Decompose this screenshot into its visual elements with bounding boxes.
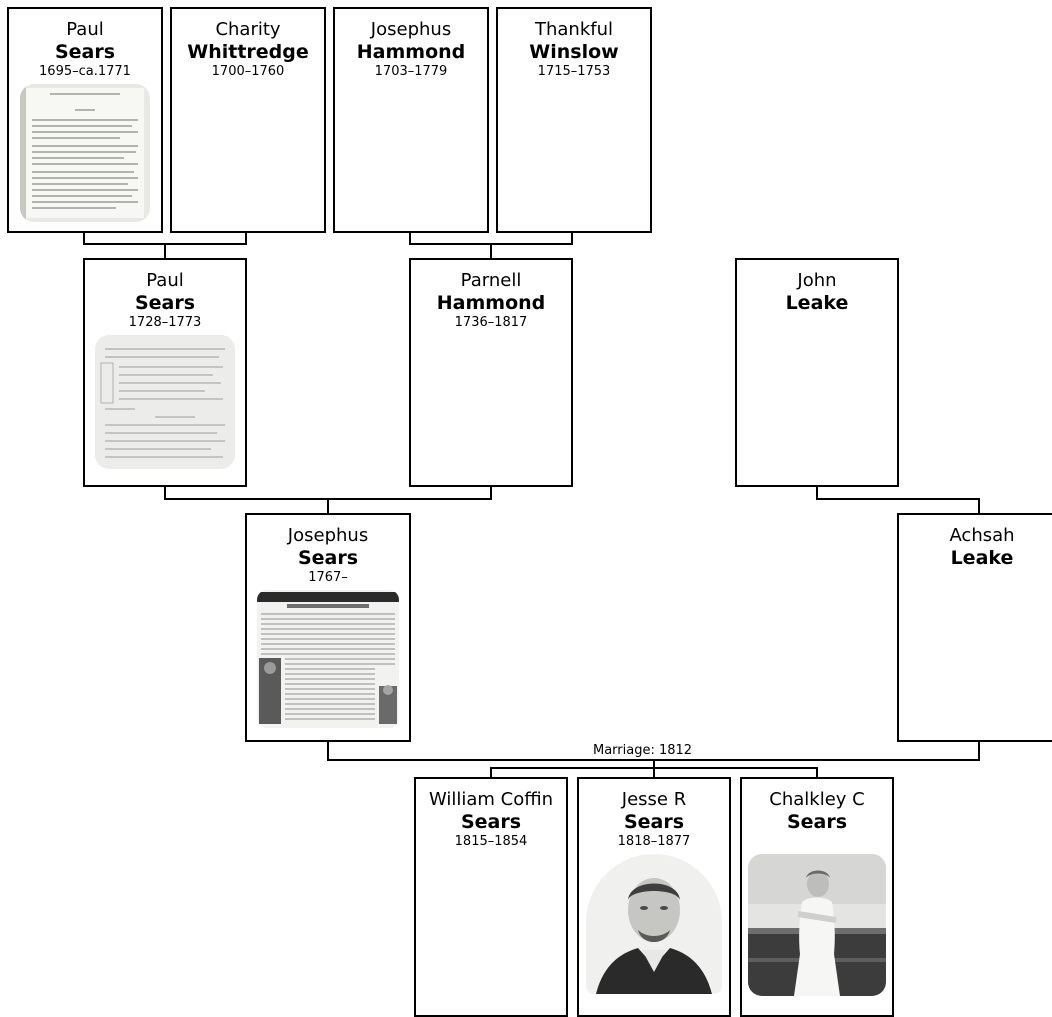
surname: Sears: [460, 811, 522, 833]
connector-line: [816, 767, 818, 778]
life-dates: 1818–1877: [617, 834, 691, 849]
given-name: Chalkley C: [769, 789, 865, 810]
life-dates: 1700–1760: [211, 64, 285, 79]
connector-line: [409, 232, 411, 245]
life-dates: 1736–1817: [454, 315, 528, 330]
connector-line: [164, 486, 166, 500]
given-name: Josephus: [370, 19, 452, 40]
life-dates: 1695–ca.1771: [39, 64, 131, 79]
connector-line: [490, 767, 492, 778]
life-dates: 1815–1854: [454, 834, 528, 849]
surname: Sears: [54, 41, 116, 63]
given-name: William Coffin: [428, 789, 554, 810]
given-name: Charity: [215, 19, 281, 40]
surname: Sears: [623, 811, 685, 833]
person-card-charity-whittredge[interactable]: Charity Whittredge 1700–1760: [170, 7, 326, 233]
given-name: Paul: [66, 19, 104, 40]
surname: Leake: [950, 547, 1014, 569]
person-card-parnell-hammond[interactable]: Parnell Hammond 1736–1817: [409, 258, 573, 487]
given-name: Josephus: [287, 525, 369, 546]
person-card-thankful-winslow[interactable]: Thankful Winslow 1715–1753: [496, 7, 652, 233]
connector-line: [83, 232, 85, 245]
connector-line: [978, 741, 980, 761]
person-card-chalkley-c-sears[interactable]: Chalkley C Sears: [740, 777, 894, 1017]
surname: Leake: [785, 292, 849, 314]
given-name: Achsah: [949, 525, 1015, 546]
connector-line: [571, 232, 573, 245]
surname: Hammond: [436, 292, 546, 314]
given-name: Parnell: [460, 270, 522, 291]
given-name: Jesse R: [621, 789, 687, 810]
document-scan-photo[interactable]: [95, 335, 235, 469]
person-card-jesse-r-sears[interactable]: Jesse R Sears 1818–1877: [577, 777, 731, 1017]
surname: Sears: [786, 811, 848, 833]
connector-line: [816, 486, 818, 500]
person-card-paul-sears-1695[interactable]: Paul Sears 1695–ca.1771: [7, 7, 163, 233]
given-name: John: [797, 270, 837, 291]
man-standing-photo[interactable]: [748, 854, 886, 996]
life-dates: 1728–1773: [128, 315, 202, 330]
newspaper-clipping-photo[interactable]: [257, 590, 399, 728]
surname: Sears: [297, 547, 359, 569]
connector-line: [816, 498, 980, 500]
connector-line: [653, 767, 655, 778]
person-card-john-leake[interactable]: John Leake: [735, 258, 899, 487]
person-card-josephus-sears[interactable]: Josephus Sears 1767–: [245, 513, 411, 742]
connector-line: [327, 741, 329, 761]
life-dates: 1767–: [308, 570, 348, 585]
given-name: Thankful: [534, 19, 613, 40]
surname: Winslow: [529, 41, 619, 63]
life-dates: 1703–1779: [374, 64, 448, 79]
marriage-label: Marriage: 1812: [593, 743, 693, 758]
connector-line: [978, 498, 980, 514]
document-scan-photo[interactable]: [20, 84, 150, 222]
connector-line: [490, 486, 492, 500]
given-name: Paul: [146, 270, 184, 291]
portrait-photo[interactable]: [586, 854, 722, 994]
connector-line: [490, 243, 492, 259]
surname: Hammond: [356, 41, 466, 63]
person-card-william-coffin-sears[interactable]: William Coffin Sears 1815–1854: [414, 777, 568, 1017]
connector-line: [245, 232, 247, 245]
connector-line: [327, 498, 329, 514]
connector-line: [164, 243, 166, 259]
surname: Sears: [134, 292, 196, 314]
person-card-paul-sears-1728[interactable]: Paul Sears 1728–1773: [83, 258, 247, 487]
connector-line: [653, 759, 655, 769]
life-dates: 1715–1753: [537, 64, 611, 79]
surname: Whittredge: [187, 41, 309, 63]
person-card-josephus-hammond[interactable]: Josephus Hammond 1703–1779: [333, 7, 489, 233]
person-card-achsah-leake[interactable]: Achsah Leake: [897, 513, 1052, 742]
